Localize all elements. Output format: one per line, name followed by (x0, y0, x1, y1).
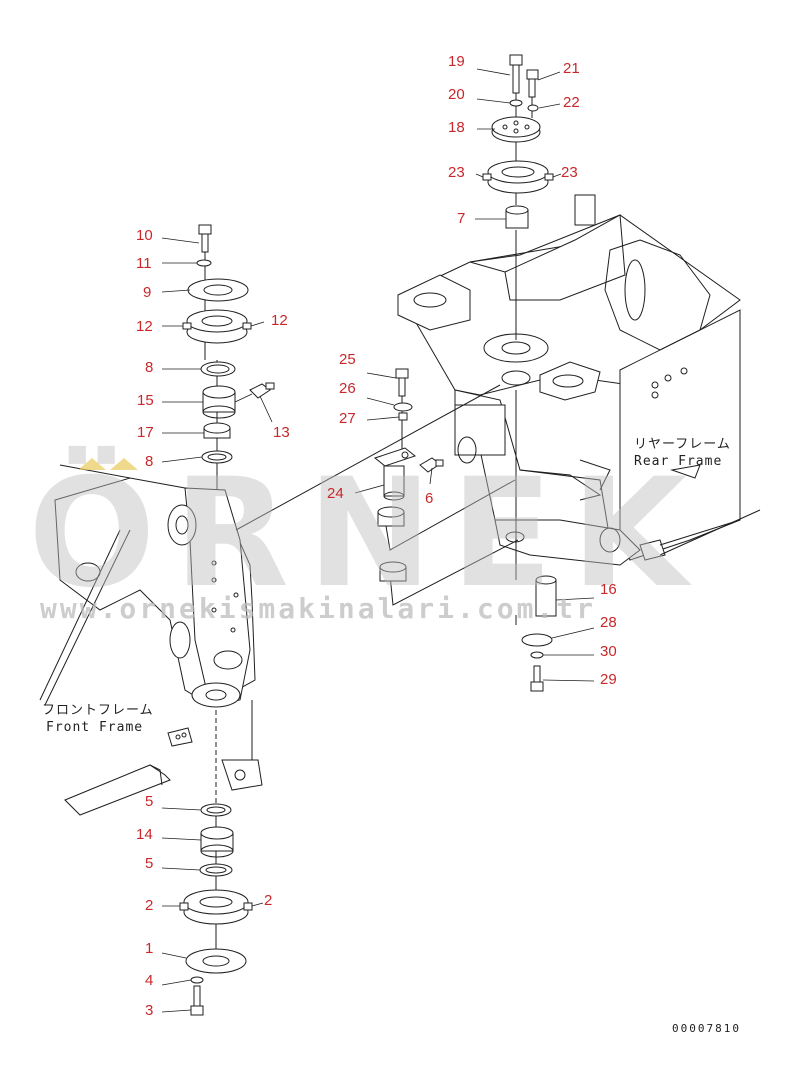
bearing-15 (202, 385, 236, 419)
front-frame-caption-en: Front Frame (46, 720, 143, 735)
bolt-10 (198, 224, 212, 253)
rear-frame-drawing (397, 194, 761, 566)
callout-13: 13 (273, 424, 290, 441)
nut-27 (398, 412, 408, 421)
washer-11 (196, 259, 212, 267)
callout-4: 4 (145, 972, 153, 989)
leader-lines (161, 68, 595, 1013)
front-frame-caption-jp: フロントフレーム (42, 703, 154, 718)
washer-26 (393, 402, 413, 412)
washer-30 (530, 651, 544, 659)
watermark: ÖRNEK www.ornekismakinalari.com.tr (28, 445, 705, 625)
bolt-3 (190, 985, 204, 1016)
retainer-9 (187, 278, 249, 302)
callout-9: 9 (143, 284, 151, 301)
callout-28: 28 (600, 614, 617, 631)
grease-fitting-13 (249, 382, 275, 399)
callout-17: 17 (137, 424, 154, 441)
bushing-upper (377, 506, 405, 527)
callout-15: 15 (137, 392, 154, 409)
callout-20: 20 (448, 86, 465, 103)
callout-12-left: 12 (136, 318, 153, 335)
grease-fitting-6 (419, 457, 444, 473)
callout-labels: 19 21 20 22 18 23 23 7 10 11 9 12 12 8 1… (136, 53, 617, 1019)
bushing-7 (505, 205, 529, 229)
seal-5-upper (200, 803, 232, 817)
front-frame-drawing (39, 464, 263, 816)
bolt-21 (526, 69, 539, 98)
shim-23 (482, 160, 554, 194)
retainer-1 (185, 948, 247, 974)
callout-8-lower: 8 (145, 453, 153, 470)
parts (179, 54, 557, 1016)
callout-3: 3 (145, 1002, 153, 1019)
ring-17 (203, 422, 231, 439)
callout-22: 22 (563, 94, 580, 111)
callout-10: 10 (136, 227, 153, 244)
rear-frame-caption-en: Rear Frame (634, 454, 722, 469)
callout-12-right: 12 (271, 312, 288, 329)
watermark-url: www.ornekismakinalari.com.tr (40, 592, 596, 625)
bearing-14 (200, 826, 234, 858)
shim-12 (182, 309, 252, 344)
pin-16 (535, 575, 557, 617)
seal-5-lower (199, 863, 233, 877)
plate-28 (521, 633, 553, 647)
callout-2-right: 2 (264, 892, 272, 909)
callout-5-upper: 5 (145, 793, 153, 810)
callout-11: 11 (136, 255, 152, 272)
callout-26: 26 (339, 380, 356, 397)
washer-4 (190, 976, 204, 984)
washer-22 (527, 104, 539, 112)
callout-19: 19 (448, 53, 465, 70)
callout-7: 7 (457, 210, 465, 227)
callout-1: 1 (145, 940, 153, 957)
seal-8-lower (201, 450, 233, 464)
callout-27: 27 (339, 410, 356, 427)
callout-8-upper: 8 (145, 359, 153, 376)
seal-8-upper (200, 361, 236, 377)
bolt-25 (395, 368, 409, 397)
bolt-19 (509, 54, 523, 94)
watermark-brand: ÖRNEK (28, 445, 705, 621)
callout-23-right: 23 (561, 164, 578, 181)
washer-20 (509, 99, 523, 107)
bolt-29 (530, 665, 544, 692)
callout-21: 21 (563, 60, 580, 77)
callout-29: 29 (600, 671, 617, 688)
callout-2-left: 2 (145, 897, 153, 914)
callout-18: 18 (448, 119, 465, 136)
shim-2 (179, 889, 253, 925)
callout-23-left: 23 (448, 164, 465, 181)
callout-6: 6 (425, 490, 433, 507)
callout-5-lower: 5 (145, 855, 153, 872)
rear-frame-caption-jp: リヤーフレーム (634, 437, 731, 452)
bushing-lower (379, 561, 407, 582)
callout-14: 14 (136, 826, 153, 843)
callout-30: 30 (600, 643, 617, 660)
callout-24: 24 (327, 485, 344, 502)
callout-25: 25 (339, 351, 356, 368)
plate-18 (491, 116, 541, 143)
drawing-code: 00007810 (672, 1022, 741, 1035)
pin-24 (373, 447, 417, 501)
callout-16: 16 (600, 581, 617, 598)
